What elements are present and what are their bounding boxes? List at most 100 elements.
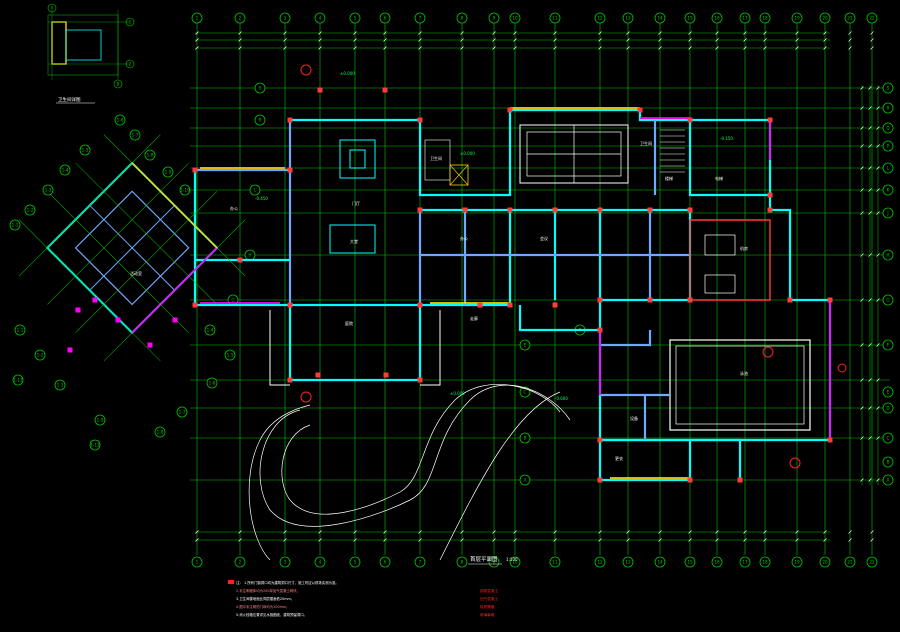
dim-tick <box>492 530 496 534</box>
axis-bubble-right: H <box>882 249 894 261</box>
dim-tick <box>353 538 357 542</box>
dim-tick <box>513 538 517 542</box>
dim-tick <box>688 38 692 42</box>
dim-tick <box>318 538 322 542</box>
dim-tick <box>876 86 880 90</box>
diagonal-axis-bubble: 1-6 <box>114 114 126 126</box>
elevation-label: ±0.000 <box>450 391 465 396</box>
dim-tick <box>418 530 422 534</box>
column <box>287 117 293 123</box>
dim-tick <box>353 530 357 534</box>
note-4: 4.图中未注明的门垛均为100mm。 <box>236 604 290 609</box>
column <box>787 297 793 303</box>
axis-bubble-left-label: H <box>248 253 251 258</box>
dim-tick <box>860 253 864 257</box>
dim-tick <box>513 38 517 42</box>
axis-bubble-bottom-label: 19 <box>794 560 800 565</box>
dim-tick <box>658 38 662 42</box>
axis-bubble-bottom-label: 13 <box>625 560 631 565</box>
axis-bubble-bottom: 8 <box>456 556 468 568</box>
dim-tick <box>876 436 880 440</box>
diagonal-axis-bubble: 1-12 <box>89 439 101 451</box>
axis-bubble-bottom: 14 <box>654 556 666 568</box>
drawing-title-block: 首层平面图 1:100 <box>468 555 518 565</box>
column <box>287 377 293 383</box>
dim-tick <box>868 343 872 347</box>
dim-tick <box>283 38 287 42</box>
column <box>597 297 603 303</box>
diagonal-axis-bubble-label: 1-9 <box>97 418 104 423</box>
dim-tick <box>492 46 496 50</box>
dim-tick <box>626 38 630 42</box>
dim-tick <box>658 46 662 50</box>
axis-bubble-right: F <box>882 339 894 351</box>
wall-accents <box>200 107 831 479</box>
dim-tick <box>848 538 852 542</box>
axis-bubble-bottom: 16 <box>711 556 723 568</box>
dim-tick <box>513 46 517 50</box>
notes-heading: 注: <box>236 580 241 585</box>
column <box>237 257 243 263</box>
diagonal-wing <box>18 134 246 362</box>
diagonal-axis-bubbles: 1-11-21-31-41-51-61-71-81-91-101-111-121… <box>9 114 236 451</box>
elevation-label: -0.450 <box>255 196 268 201</box>
axis-bubble-bottom-label: 8 <box>461 560 464 565</box>
dim-tick <box>418 46 422 50</box>
axis-bubble-bottom-label: 2 <box>239 560 242 565</box>
detail-axis-B: B <box>117 82 120 87</box>
dim-tick <box>743 38 747 42</box>
dim-tick <box>823 31 827 35</box>
dim-tick <box>626 530 630 534</box>
axis-bubble-left: H <box>244 249 256 261</box>
elevation-label: -0.600 <box>555 396 568 401</box>
detail-axis-2: 2 <box>129 62 132 67</box>
diagonal-axis-bubble: 1-5 <box>79 144 91 156</box>
legend-4: 玻璃幕墙 <box>480 612 495 617</box>
elevation-label: ±0.000 <box>340 71 355 76</box>
dim-tick <box>860 188 864 192</box>
axis-bubble-left-label: R <box>259 118 262 123</box>
dim-tick <box>238 46 242 50</box>
diagonal-axis-bubble-label: 1-5 <box>82 148 89 153</box>
axis-bubble-top: 18 <box>759 12 771 24</box>
column <box>477 302 483 308</box>
dim-tick <box>876 144 880 148</box>
axis-bubble-right-label: J <box>886 211 888 216</box>
diagonal-axis-bubble-label: 1-2 <box>37 353 44 358</box>
column <box>382 87 388 93</box>
column <box>317 87 323 93</box>
axis-bubble-bottom: 10 <box>509 556 521 568</box>
dim-tick <box>860 436 864 440</box>
axis-bubble-bottom: 17 <box>739 556 751 568</box>
dim-tick <box>715 538 719 542</box>
column <box>417 117 423 123</box>
dim-tick <box>598 31 602 35</box>
diagonal-axis-bubble: 1-10 <box>179 184 191 196</box>
dim-tick <box>460 538 464 542</box>
column <box>417 207 423 213</box>
dim-tick <box>868 188 872 192</box>
column <box>507 302 513 308</box>
dim-tick <box>460 38 464 42</box>
dim-tick <box>353 46 357 50</box>
dim-tick <box>870 38 874 42</box>
dim-tick <box>860 406 864 410</box>
axis-bubble-right: Q <box>882 122 894 134</box>
axis-bubble-top-label: 15 <box>687 16 693 21</box>
diagonal-axis-bubble: 1-3 <box>42 184 54 196</box>
dim-tick <box>658 538 662 542</box>
diagonal-axis-bubble: 1-6 <box>206 377 218 389</box>
dim-tick <box>283 31 287 35</box>
dim-tick <box>876 126 880 130</box>
dim-tick <box>868 478 872 482</box>
column <box>417 302 423 308</box>
column <box>687 477 693 483</box>
legend-3: 轻质隔墙 <box>480 604 495 609</box>
dim-tick <box>823 46 827 50</box>
room-label: 电梯 <box>715 175 723 181</box>
dim-tick <box>823 530 827 534</box>
axis-bubble-bottom-label: 21 <box>847 560 853 565</box>
column <box>767 117 773 123</box>
axis-bubble-top-label: 2 <box>239 16 242 21</box>
